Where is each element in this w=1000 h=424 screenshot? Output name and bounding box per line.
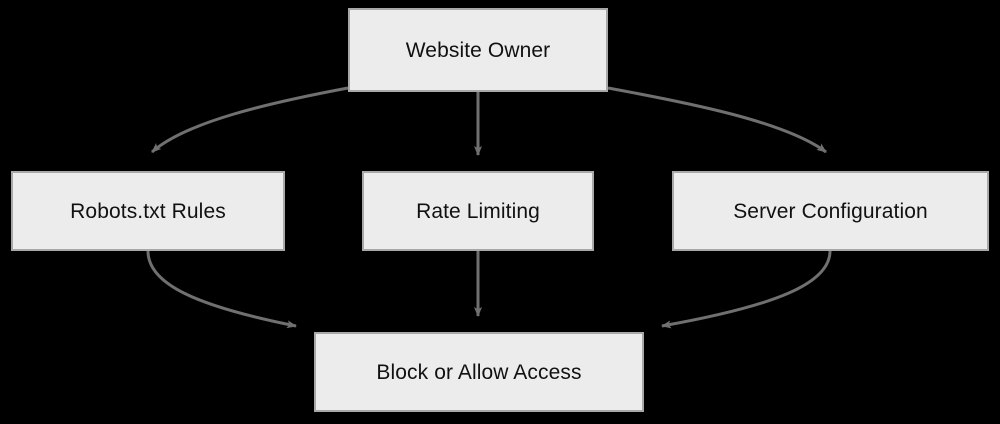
edge-owner-to-robots	[151, 86, 349, 154]
node-block-or-allow-access[interactable]: Block or Allow Access	[314, 332, 644, 412]
node-label: Rate Limiting	[416, 199, 540, 223]
node-label: Server Configuration	[733, 199, 928, 223]
edge-owner-to-server	[607, 86, 827, 154]
node-server-configuration[interactable]: Server Configuration	[672, 171, 989, 251]
edge-server-to-block	[661, 250, 832, 329]
node-robots-txt-rules[interactable]: Robots.txt Rules	[11, 171, 285, 251]
node-label: Website Owner	[405, 38, 551, 62]
edge-robots-to-block	[146, 250, 297, 329]
node-label: Block or Allow Access	[376, 360, 582, 384]
node-label: Robots.txt Rules	[70, 199, 226, 223]
node-website-owner[interactable]: Website Owner	[348, 8, 608, 92]
node-rate-limiting[interactable]: Rate Limiting	[362, 171, 594, 251]
